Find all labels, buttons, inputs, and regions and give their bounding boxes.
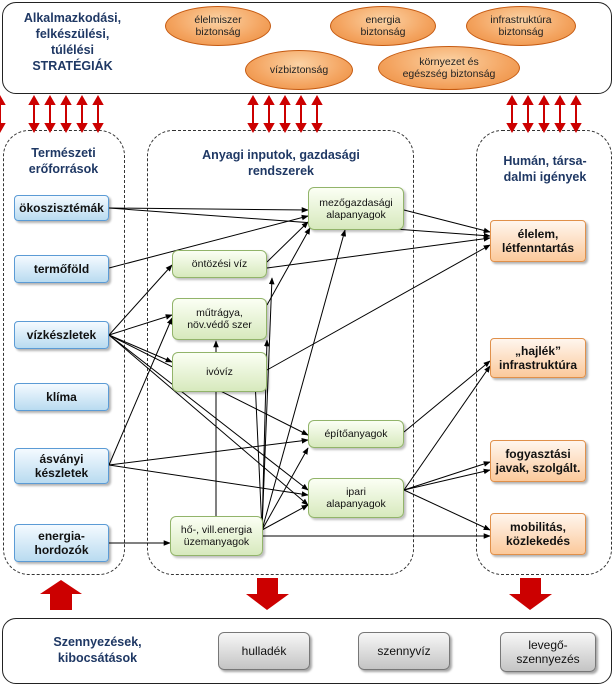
item-termofold: termőföld	[14, 255, 109, 283]
box-levegoszennyezes: levegő- szennyezés	[500, 632, 596, 672]
box-hulladek: hulladék	[218, 632, 310, 670]
middle-column-frame	[147, 130, 414, 575]
oval-kornyezet-egeszseg-biztonsag: környezet és egészség biztonság	[378, 46, 520, 90]
oval-energia-biztonsag: energia biztonság	[330, 6, 436, 46]
item-okoszisztemak: ökoszisztémák	[14, 195, 109, 221]
item-klima: klíma	[14, 383, 109, 411]
box-szennyviz: szennyvíz	[358, 632, 450, 670]
big-red-arrows	[40, 578, 552, 610]
oval-elelmiszer-biztonsag: élelmiszer biztonság	[165, 6, 271, 46]
oval-infrastruktura-biztonsag: infrastruktúra biztonság	[466, 6, 576, 46]
item-mutragya: műtrágya, növ.védő szer	[172, 298, 267, 340]
oval-vizbiztonsag: vízbiztonság	[245, 50, 353, 90]
flow-arrows	[108, 207, 491, 546]
item-epitoanyagok: építőanyagok	[308, 420, 404, 448]
item-elelem-letfenntartas: élelem, létfenntartás	[490, 220, 586, 262]
left-column-title: Természeti erőforrások	[28, 146, 99, 176]
item-mobilitas-kozlekedes: mobilitás, közlekedés	[490, 513, 586, 555]
right-column-title: Humán, társa- dalmi igények	[503, 154, 587, 184]
pollution-label: Szennyezések, kibocsátások	[53, 635, 142, 665]
left-column-frame	[3, 130, 125, 575]
item-fogyasztasi-javak: fogyasztási javak, szolgált.	[490, 440, 586, 482]
item-hajlek-infrastruktura: „hajlék” infrastruktúra	[490, 338, 586, 378]
red-double-arrows	[0, 94, 581, 134]
item-mezogazdasagi-alapanyagok: mezőgazdasági alapanyagok	[308, 187, 404, 230]
item-ivoviz: ivóvíz	[172, 352, 267, 392]
item-asvanyi-keszletek: ásványi készletek	[14, 448, 109, 484]
item-ontozesi-viz: öntözési víz	[172, 250, 267, 278]
item-energiahordozok: energia- hordozók	[14, 524, 109, 562]
item-ipari-alapanyagok: ipari alapanyagok	[308, 478, 404, 518]
middle-column-title: Anyagi inputok, gazdasági rendszerek	[202, 148, 360, 178]
strategies-label: Alkalmazkodási, felkészülési, túlélési S…	[23, 11, 122, 73]
item-ho-energia-uzemanyagok: hő-, vill.energia üzemanyagok	[170, 516, 263, 556]
item-vizkeszletek: vízkészletek	[14, 321, 109, 349]
